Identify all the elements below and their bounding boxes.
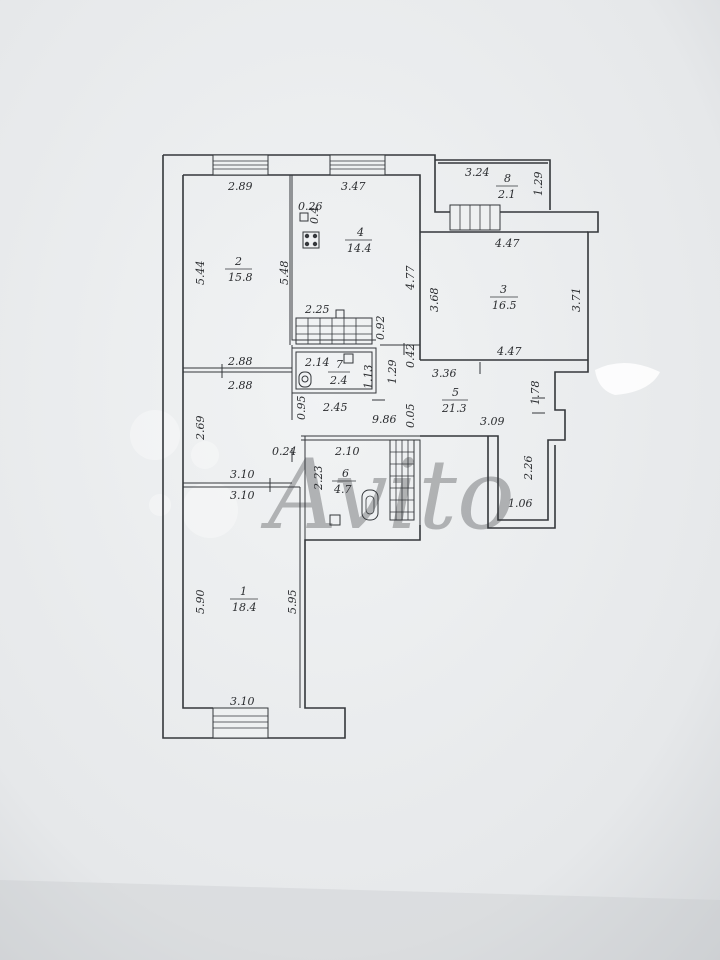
dim-label: 0.05	[404, 404, 417, 429]
dim-label: 5.48	[278, 261, 291, 286]
dim-label: 2.14	[304, 356, 330, 369]
window-balcony-door	[449, 204, 501, 231]
room-4-number: 4	[356, 226, 364, 239]
dim-label: 2.45	[322, 401, 348, 414]
closet-hatch	[389, 439, 415, 521]
wc-sink-icon	[343, 353, 354, 364]
dim-label: 5.90	[194, 590, 207, 615]
dim-label: 4.77	[404, 266, 417, 292]
dim-label: 2.88	[227, 355, 253, 368]
room-4-area: 14.4	[347, 242, 372, 255]
bathtub-icon	[361, 489, 379, 521]
paper-corner-shadow	[0, 880, 720, 960]
dim-label: 0.42	[404, 344, 417, 369]
dim-label: 3.47	[341, 180, 366, 193]
dim-label: 5.95	[286, 590, 299, 615]
watermark-text: Avito	[260, 439, 515, 551]
dim-label: 0.95	[295, 396, 308, 421]
kitchen-counter-hatch	[295, 309, 373, 345]
dim-label: 2.69	[194, 416, 207, 442]
window-top-middle	[329, 154, 386, 176]
dim-label: 2.88	[227, 379, 253, 392]
stove-icon	[302, 231, 320, 249]
room-6-number: 6	[342, 467, 349, 480]
dim-label: 1.29	[532, 172, 545, 197]
interior-walls	[183, 175, 421, 708]
bath-sink-icon	[329, 514, 341, 526]
room-8-area: 2.1	[497, 188, 516, 201]
room-5-number: 5	[452, 386, 459, 399]
room-2-area: 15.8	[228, 271, 253, 284]
dim-label: 2.23	[312, 466, 325, 492]
dimension-ticks	[221, 343, 545, 492]
dim-label: 5.44	[194, 261, 207, 286]
dim-label: 1.13	[362, 365, 375, 390]
dim-label: 3.68	[428, 288, 441, 313]
dim-label: 2.89	[227, 180, 253, 193]
room-3-number: 3	[500, 283, 507, 296]
dim-label: 3.09	[480, 415, 505, 428]
toilet-icon	[298, 371, 312, 388]
dim-label: 3.24	[465, 166, 490, 179]
dim-label: 2.26	[522, 456, 535, 482]
room-6-area: 4.7	[333, 483, 352, 496]
dim-label: 2.25	[304, 303, 330, 316]
room-7-area: 2.4	[329, 374, 348, 387]
dim-label: 3.10	[230, 695, 255, 708]
room-3-area: 16.5	[492, 299, 517, 312]
watermark-logo: Avito	[130, 410, 515, 551]
dim-label: 4.47	[494, 237, 520, 250]
window-top-left	[212, 154, 269, 176]
dim-label: 9.86	[372, 413, 397, 426]
room-7-number: 7	[336, 358, 343, 371]
dim-label: 0.4	[308, 207, 321, 225]
room-1-number: 1	[240, 585, 247, 598]
dim-label: 3.10	[230, 468, 255, 481]
dim-label: 1.78	[529, 381, 542, 406]
room-5-area: 21.3	[441, 402, 467, 415]
window-bottom	[212, 707, 269, 739]
dimension-labels: 2.89 3.47 3.24 1.29 0.26 0.4 5.44 5.48 4…	[194, 166, 583, 708]
dim-label: 1.06	[508, 497, 533, 510]
room-1-area: 18.4	[232, 601, 257, 614]
dim-label: 0.92	[374, 316, 387, 341]
room-labels: 2 15.8 4 14.4 3 16.5 8 2.1 7 2.4 5 21.3 …	[225, 172, 518, 614]
room-8-number: 8	[504, 172, 511, 185]
dim-label: 1.29	[386, 360, 399, 385]
dim-label: 3.36	[432, 367, 457, 380]
dim-label: 0.26	[298, 200, 323, 213]
dim-label: 4.47	[496, 345, 522, 358]
dim-label: 2.10	[334, 445, 360, 458]
paper-smudge	[595, 362, 660, 395]
room-2-number: 2	[234, 255, 242, 268]
dim-label: 3.71	[570, 288, 583, 313]
dim-label: 0.24	[272, 445, 297, 458]
dim-label: 3.10	[230, 489, 255, 502]
ventilation-shaft-icon	[299, 212, 309, 222]
